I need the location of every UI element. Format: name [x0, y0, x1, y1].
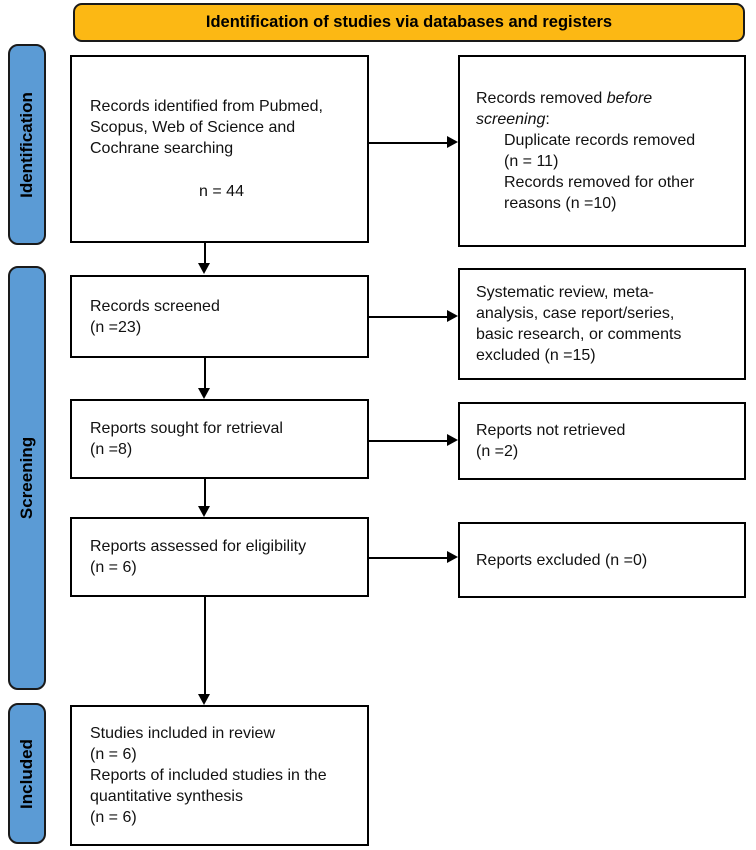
arrow-identified-to-screened-line [204, 243, 206, 264]
stage-label-identification: Identification [8, 44, 46, 245]
removed-reason-duplicates: Duplicate records removed (n = 11) [504, 132, 696, 170]
reports-excluded-text: Reports excluded (n =0) [476, 551, 648, 569]
box-records-removed: Records removed before screening: Duplic… [458, 55, 746, 247]
reports-assessed-text: Reports assessed for eligibility (n = 6) [90, 538, 307, 576]
arrow-sought-to-notretrieved-line [368, 440, 448, 442]
records-removed-line2: screening: [476, 109, 730, 130]
arrow-sought-to-notretrieved-head [447, 434, 458, 446]
arrow-screened-to-sought-head [198, 388, 210, 399]
records-removed-line2-colon: : [545, 111, 550, 128]
records-removed-reasons: Duplicate records removed (n = 11) Recor… [504, 130, 730, 214]
stage-label-screening-text: Screening [17, 436, 37, 520]
screening-excluded-text: Systematic review, meta- analysis, case … [476, 284, 682, 364]
arrow-sought-to-assessed-head [198, 506, 210, 517]
records-removed-line1: Records removed before [476, 88, 730, 109]
records-identified-text: Records identified from Pubmed, Scopus, … [90, 98, 323, 157]
reports-not-retrieved-text: Reports not retrieved (n =2) [476, 422, 626, 460]
box-reports-sought: Reports sought for retrieval (n =8) [70, 399, 369, 479]
reports-sought-text: Reports sought for retrieval (n =8) [90, 420, 283, 458]
records-identified-count: n = 44 [199, 183, 244, 200]
arrow-sought-to-assessed-line [204, 479, 206, 507]
arrow-assessed-to-excluded-head [447, 551, 458, 563]
arrow-identified-to-screened-head [198, 263, 210, 274]
arrow-assessed-to-included-head [198, 694, 210, 705]
records-screened-text: Records screened (n =23) [90, 297, 220, 336]
arrow-assessed-to-included-line [204, 597, 206, 695]
box-records-screened: Records screened (n =23) [70, 275, 369, 358]
arrow-screened-to-excluded-head [447, 310, 458, 322]
arrow-identified-to-removed-head [447, 136, 458, 148]
box-reports-not-retrieved: Reports not retrieved (n =2) [458, 402, 746, 480]
stage-label-screening: Screening [8, 266, 46, 690]
box-records-identified: Records identified from Pubmed, Scopus, … [70, 55, 369, 243]
stage-label-included-text: Included [17, 738, 36, 809]
records-removed-line1-italic: before [606, 90, 653, 107]
box-screening-excluded: Systematic review, meta- analysis, case … [458, 268, 746, 380]
records-removed-line1-text: Records removed [476, 90, 607, 107]
arrow-screened-to-excluded-line [368, 316, 448, 318]
diagram-header-banner: Identification of studies via databases … [73, 3, 745, 42]
diagram-title: Identification of studies via databases … [205, 13, 613, 31]
stage-label-identification-text: Identification [17, 91, 36, 198]
box-reports-excluded: Reports excluded (n =0) [458, 522, 746, 598]
removed-reason-other: Records removed for other reasons (n =10… [504, 174, 695, 212]
arrow-assessed-to-excluded-line [368, 557, 448, 559]
records-removed-line2-italic: screening [476, 111, 546, 128]
box-studies-included: Studies included in review (n = 6) Repor… [70, 705, 369, 846]
box-reports-assessed: Reports assessed for eligibility (n = 6) [70, 517, 369, 597]
arrow-screened-to-sought-line [204, 358, 206, 389]
arrow-identified-to-removed-line [368, 142, 448, 144]
stage-label-included: Included [8, 703, 46, 844]
studies-included-text: Studies included in review (n = 6) Repor… [90, 725, 327, 826]
